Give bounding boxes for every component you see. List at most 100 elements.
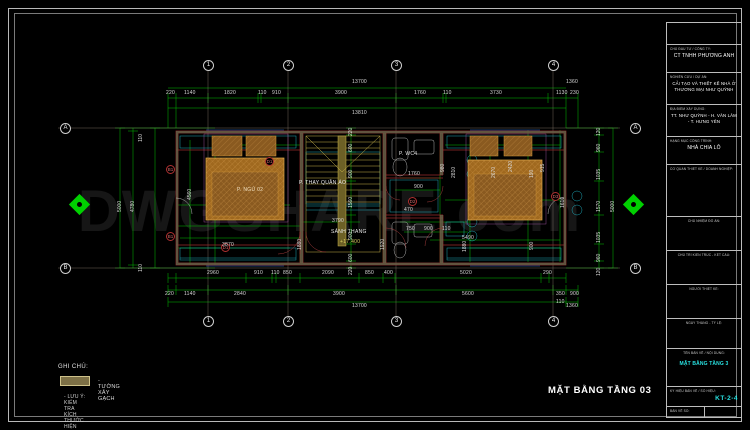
detail-bubble-d3: D3 — [551, 192, 560, 201]
grid-bubble-row-a-left: A — [60, 123, 71, 134]
dim-mid-470: 470 — [404, 207, 413, 213]
grid-bubble-column-3-bottom: 3 — [391, 316, 402, 327]
room-label-stair-lobby: SẢNH THANG — [331, 229, 367, 235]
dim-wc-c: 110 — [442, 226, 451, 232]
grid-bubble-column-2: 2 — [283, 60, 294, 71]
dim-left-chain-6: 220 — [348, 266, 354, 275]
dim-left-overall: 5000 — [117, 200, 123, 212]
grid-bubble-column-2-bottom: 2 — [283, 316, 294, 327]
dim-bottom-m0: 220 — [165, 291, 174, 297]
dim-bottom-u5: 850 — [365, 270, 374, 276]
dim-stair-width: 3790 — [332, 218, 344, 224]
dim-right-chain-5: 960 — [596, 253, 602, 262]
detail-bubble-d1-lower: D1 — [221, 243, 230, 252]
grid-bubble-column-4-bottom: 4 — [548, 316, 559, 327]
dim-bottom-m2: 2840 — [234, 291, 246, 297]
legend-swatch-label: - TƯỜNG XÂY GẠCH — [98, 378, 121, 402]
dim-top-c2: 1820 — [224, 90, 236, 96]
grid-bubble-column-1-bottom: 1 — [203, 316, 214, 327]
tb-company-key: CHỦ ĐẦU TƯ / CÔNG TY: — [670, 47, 711, 51]
dim-bottom-right-extra: 1360 — [566, 303, 578, 309]
dim-bottom-overall: 13700 — [352, 303, 367, 309]
dim-left-room-height: 4560 — [187, 188, 193, 200]
tb-cell-sheet-name: TÊN BẢN VẼ / NỘI DUNG: MẶT BẰNG TẦNG 3 — [667, 349, 741, 387]
dim-top-c1: 1140 — [184, 90, 196, 96]
dim-stair-height: 1880 — [297, 238, 303, 250]
tb-consultant-key: CƠ QUAN THIẾT KẾ / DOANH NGHIỆP: — [670, 167, 734, 171]
dim-left-edge-bottom: 110 — [138, 264, 144, 272]
dim-left-chain-2: 900 — [348, 169, 354, 178]
tb-cell-footer: BẢN VẼ SỐ: — [667, 407, 741, 417]
dim-mid-1760: 1760 — [408, 171, 420, 177]
dim-left-chain-0: 220 — [348, 127, 354, 136]
room-label-dressing: P. THAY QUẦN ÁO — [299, 180, 347, 186]
sheet-border-inner — [14, 13, 737, 417]
dim-right-overall: 5000 — [610, 200, 616, 212]
dim-left-chain-3: 1560 — [348, 196, 354, 208]
tb-approver-key: CHỦ NHIỆM ĐỒ ÁN: — [687, 219, 721, 223]
tb-sheet-no-value: KT-2-4 — [715, 395, 738, 402]
dim-wc-v: 1920 — [380, 238, 386, 250]
dim-top-c7: 1760 — [414, 90, 426, 96]
tb-cell-project: NGHIÊN CỨU / DỰ ÁN: CẢI TẠO VÀ THIẾT KẾ … — [667, 73, 741, 105]
tb-sheet-no-key: KÝ HIỆU BẢN VẼ / SỐ HIỆU: — [670, 389, 716, 393]
dim-right-v3: 900 — [529, 241, 535, 250]
detail-bubble-b1-bottom: B1 — [166, 232, 175, 241]
dim-bottom-u8: 290 — [543, 270, 552, 276]
tb-location-key: ĐỊA ĐIỂM XÂY DỰNG: — [670, 107, 706, 111]
dim-mid-900: 900 — [414, 184, 423, 190]
dim-top-overall-upper: 13700 — [352, 79, 367, 85]
tb-sheet-name-key: TÊN BẢN VẼ / NỘI DUNG: — [683, 351, 725, 355]
dim-bottom-u7: 5020 — [460, 270, 472, 276]
grid-bubble-row-b-right: B — [630, 263, 641, 274]
legend-heading: GHI CHÚ: — [58, 364, 89, 370]
tb-cell-company: CHỦ ĐẦU TƯ / CÔNG TY: CT TNHH PHƯƠNG ANH — [667, 45, 741, 73]
tb-cell-checker: CHỦ TRÌ KIẾN TRÚC - KẾT CẤU: — [667, 251, 741, 285]
dim-top-c4: 110 — [258, 90, 267, 96]
tb-cell-location: ĐỊA ĐIỂM XÂY DỰNG: TT. NHƯ QUỲNH - H. VĂ… — [667, 105, 741, 137]
dim-top-c6: 3900 — [335, 90, 347, 96]
legend-swatch-brick-wall — [60, 376, 90, 386]
tb-footer-left: BẢN VẼ SỐ: — [667, 407, 705, 417]
title-block: CHỦ ĐẦU TƯ / CÔNG TY: CT TNHH PHƯƠNG ANH… — [666, 22, 742, 418]
dim-left-edge-top: 110 — [138, 134, 144, 142]
tb-project-key: NGHIÊN CỨU / DỰ ÁN: — [670, 75, 708, 79]
dim-top-right-extra: 1360 — [566, 79, 578, 85]
tb-cell-approver: CHỦ NHIỆM ĐỒ ÁN: — [667, 217, 741, 251]
dim-mid-2420: 2420 — [508, 160, 514, 172]
dim-top-right-extra2: 230 — [570, 90, 579, 96]
tb-location-value: TT. NHƯ QUỲNH - H. VĂN LÂM - T. HƯNG YÊN — [671, 113, 737, 124]
tb-footer-left-key: BẢN VẼ SỐ: — [670, 409, 690, 413]
detail-bubble-b1-top: B1 — [166, 165, 175, 174]
dim-bottom-u0: 2960 — [207, 270, 219, 276]
dim-right-chain-0: 120 — [596, 127, 602, 136]
tb-cell-scale: NGÀY THÁNG - TỶ LỆ: — [667, 319, 741, 349]
dim-left-chain-1: 600 — [348, 143, 354, 152]
tb-project-value: CẢI TẠO VÀ THIẾT KẾ NHÀ Ở THƯƠNG MẠI NHƯ… — [672, 81, 736, 92]
dim-left-room-width: 3870 — [222, 242, 234, 248]
dim-bottom-u3: 850 — [283, 270, 292, 276]
dim-top-overall-lower: 13810 — [352, 110, 367, 116]
tb-scale-key: NGÀY THÁNG - TỶ LỆ: — [685, 321, 723, 325]
tb-company-value: CT TNHH PHƯƠNG ANH — [673, 53, 735, 59]
legend-note: - LƯU Ý: KIỂM TRA KÍCH THƯỚC HIỆN TRẠNG … — [64, 394, 86, 430]
dim-right-v5: 190 — [529, 169, 535, 178]
dim-top-c0: 220 — [166, 90, 175, 96]
detail-bubble-d2: D2 — [408, 197, 417, 206]
tb-building-key: HẠNG MỤC CÔNG TRÌNH: — [670, 139, 713, 143]
dim-left-inner: 4780 — [130, 200, 136, 212]
tb-designer-key: NGƯỜI THIẾT KẾ: — [689, 287, 719, 291]
dim-right-chain-3: 1570 — [596, 200, 602, 212]
grid-bubble-column-3: 3 — [391, 60, 402, 71]
plan-title: MẶT BẰNG TẦNG 03 — [548, 385, 652, 396]
dim-bottom-m3: 3900 — [333, 291, 345, 297]
tb-cell-designer: NGƯỜI THIẾT KẾ: — [667, 285, 741, 319]
dim-top-c5: 910 — [272, 90, 281, 96]
room-label-bedroom-02: P. NGỦ 02 — [237, 187, 264, 193]
dim-right-v4: 1610 — [560, 196, 566, 208]
dim-mid-915: 915 — [540, 163, 546, 172]
dim-right-chain-1: 960 — [596, 143, 602, 152]
dim-right-chain-2: 1035 — [596, 168, 602, 180]
